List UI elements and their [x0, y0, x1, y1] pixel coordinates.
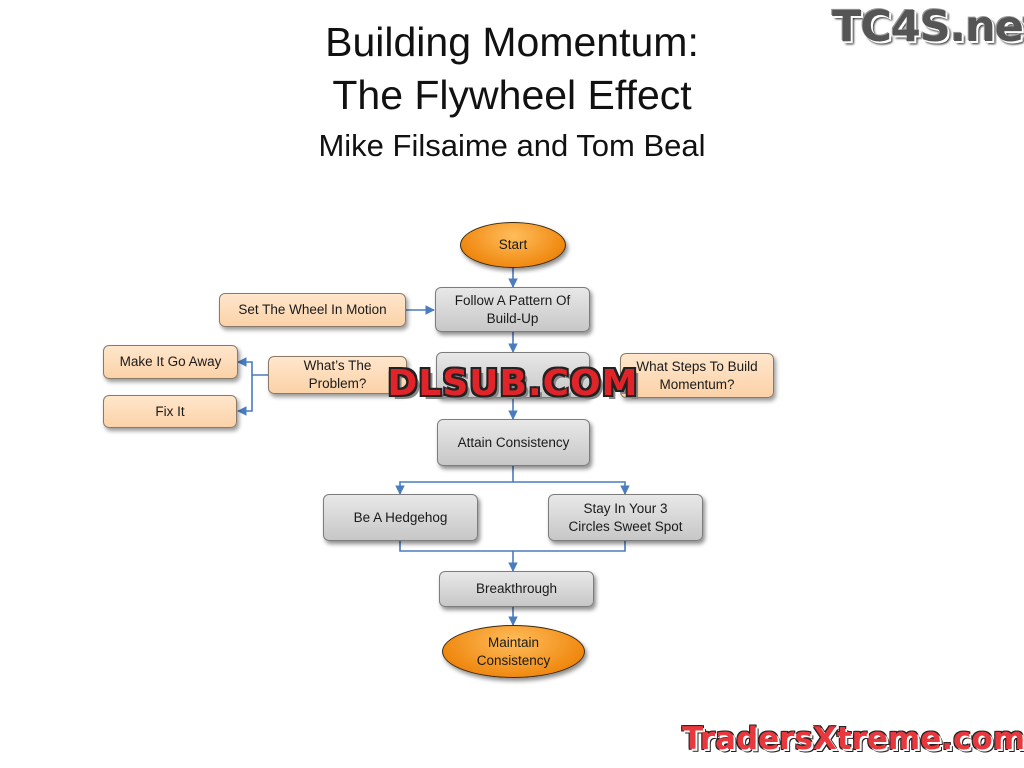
attain-consistency-label: Attain Consistency [457, 434, 570, 450]
tc4s-watermark: TC4S.net [832, 2, 1024, 52]
dlsub-watermark: DLSUB.COM [387, 363, 639, 404]
maintain-consistency-node: Maintain Consistency [442, 625, 585, 678]
start-node: Start [460, 222, 566, 268]
follow-pattern-label: Follow A Pattern Of Build-Up [454, 292, 571, 326]
arrow-attain-to-circles [513, 481, 630, 495]
middle-node [436, 352, 590, 398]
arrow-problem-to-fix-it [237, 375, 253, 416]
breakthrough-label: Breakthrough [475, 581, 558, 596]
be-hedgehog-label: Be A Hedgehog [353, 509, 448, 525]
slide-subtitle: Mike Filsaime and Tom Beal [318, 128, 706, 163]
attain-consistency-node: Attain Consistency [437, 419, 590, 466]
slide-title-line-1: Building Momentum: [325, 19, 699, 65]
set-wheel-node: Set The Wheel In Motion [219, 293, 406, 327]
three-circles-node: Stay In Your 3 Circles Sweet Spot [548, 494, 703, 541]
what-steps-label: What Steps To Build Momentum? [636, 358, 758, 392]
be-hedgehog-node: Be A Hedgehog [323, 494, 478, 541]
maintain-consistency-label: Maintain Consistency [476, 634, 551, 668]
follow-pattern-node: Follow A Pattern Of Build-Up [435, 287, 590, 332]
breakthrough-node: Breakthrough [439, 571, 594, 607]
merge-line [399, 541, 626, 552]
tradersxtreme-watermark: TradersXtreme.com [682, 721, 1024, 757]
whats-problem-label: What’s The Problem? [303, 358, 372, 391]
arrow-attain-to-hedgehog [395, 466, 514, 495]
arrow-problem-to-make-go-away [237, 357, 268, 376]
fix-it-node: Fix It [103, 395, 237, 428]
three-circles-label: Stay In Your 3 Circles Sweet Spot [568, 500, 683, 534]
make-go-away-node: Make It Go Away [103, 345, 238, 379]
start-label: Start [498, 237, 528, 252]
title-block: Building Momentum: The Flywheel Effect M… [212, 16, 812, 168]
what-steps-node: What Steps To Build Momentum? [620, 353, 774, 398]
slide-title-line-2: The Flywheel Effect [332, 72, 692, 118]
make-go-away-label: Make It Go Away [119, 354, 222, 369]
whats-problem-node: What’s The Problem? [268, 356, 407, 394]
fix-it-label: Fix It [155, 403, 185, 419]
set-wheel-label: Set The Wheel In Motion [238, 302, 387, 317]
